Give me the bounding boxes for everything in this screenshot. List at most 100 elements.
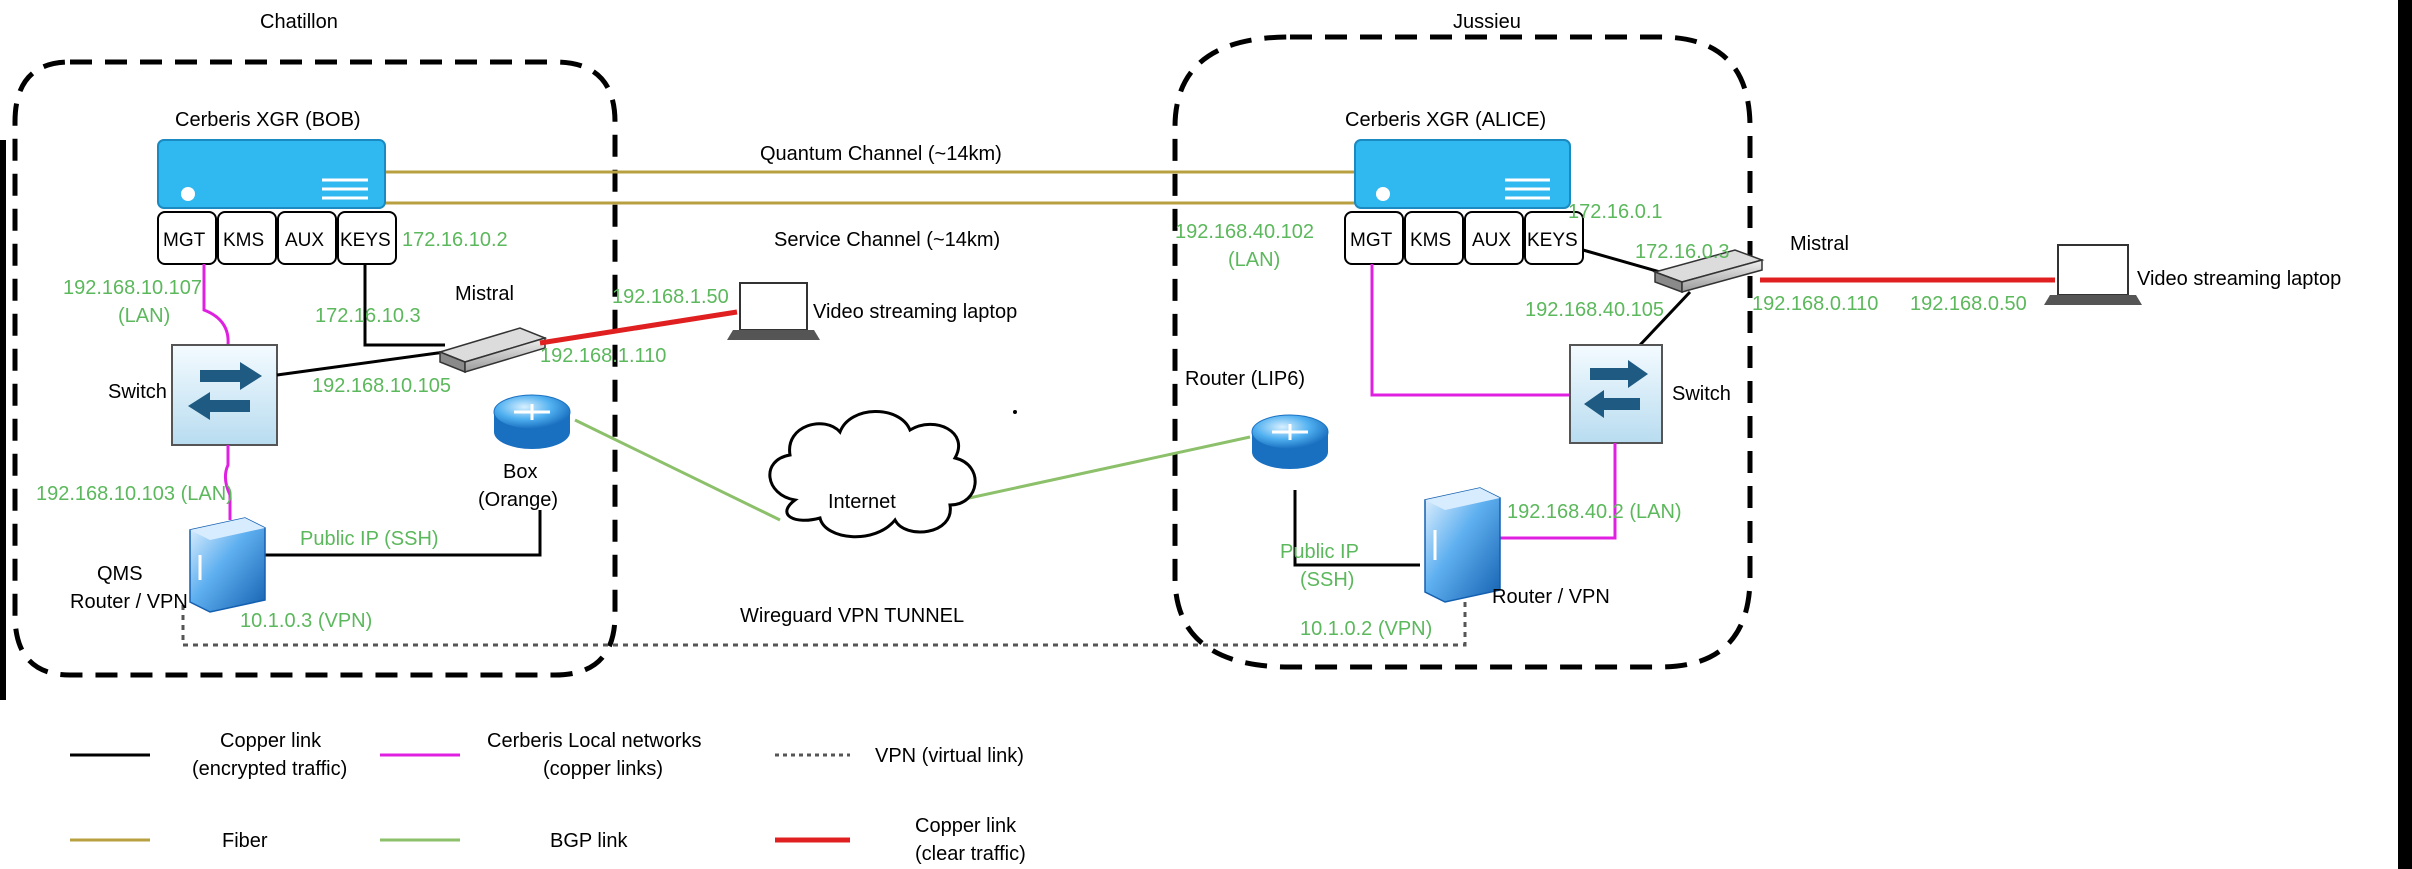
box-label-orange: (Orange) [478, 489, 558, 511]
alice-ports: MGT KMS AUX KEYS [1344, 211, 1584, 265]
switch-arrows-icon [188, 362, 262, 420]
cerberis-xgr-alice [1354, 139, 1571, 209]
legend-copper-encrypted-sub: (encrypted traffic) [192, 758, 347, 780]
legend-local-network-label: Cerberis Local networks [487, 730, 702, 752]
alice-keys-mistral-link [1582, 248, 1661, 274]
bob-mgt-lan: (LAN) [118, 305, 170, 327]
bob-mistral-ip-right: 192.168.1.110 [540, 345, 666, 367]
alice-mgt-ip: 192.168.40.102 [1175, 221, 1314, 243]
alice-laptop-icon [2044, 244, 2142, 305]
bob-clear-link [539, 309, 738, 346]
qms-server-icon [189, 517, 266, 613]
alice-public-ip-label: Public IP [1280, 541, 1359, 563]
bob-switch [171, 344, 278, 446]
site-label-jussieu: Jussieu [1453, 11, 1521, 33]
bob-mistral-ip-top: 172.16.10.3 [315, 305, 421, 327]
bob-public-ip-link [255, 510, 542, 557]
alice-laptop-label: Video streaming laptop [2137, 268, 2341, 290]
bob-switch-label: Switch [108, 381, 167, 403]
alice-public-ip-ssh: (SSH) [1300, 569, 1354, 591]
legend-fiber-label: Fiber [222, 830, 268, 852]
alice-port-keys: KEYS [1527, 230, 1578, 251]
bob-switch-qms-link [223, 445, 232, 520]
internet-label: Internet [828, 491, 896, 513]
qms-label: QMS [97, 563, 143, 585]
alice-keys-ip: 172.16.0.1 [1568, 201, 1663, 223]
right-border [2398, 0, 2412, 869]
router-lip6-label: Router (LIP6) [1185, 368, 1305, 390]
legend-copper-clear-label: Copper link [915, 815, 1017, 837]
wireguard-vpn-tunnel [181, 590, 1467, 647]
bob-ports: MGT KMS AUX KEYS [157, 211, 397, 265]
bob-port-kms: KMS [223, 230, 264, 251]
chatillon-site-boundary [12, 59, 618, 678]
site-label-chatillon: Chatillon [260, 11, 338, 33]
switch-arrows-icon [1584, 360, 1648, 418]
bob-port-aux: AUX [285, 230, 324, 251]
alice-mistral [1652, 249, 1765, 294]
legend-local-network-sub: (copper links) [543, 758, 663, 780]
power-led-icon [181, 187, 195, 201]
alice-mgt-lan: (LAN) [1228, 249, 1280, 271]
alice-mistral-ip-top: 172.16.0.3 [1635, 241, 1730, 263]
quantum-channel-label: Quantum Channel (~14km) [760, 143, 1002, 165]
bob-device-label: Cerberis XGR (BOB) [175, 109, 361, 131]
bob-mgt-switch-link [202, 264, 230, 346]
power-led-icon [1376, 187, 1390, 201]
stray-dot [1013, 410, 1017, 414]
alice-mistral-switch-link [1638, 290, 1692, 347]
legend-copper-clear-sub: (clear traffic) [915, 843, 1026, 865]
alice-vpn-server-icon [1424, 487, 1501, 603]
bgp-link-box-internet [574, 418, 781, 522]
bob-public-ip-label: Public IP (SSH) [300, 528, 439, 550]
bob-laptop-label: Video streaming laptop [813, 301, 1017, 323]
bob-keys-mistral-link [363, 264, 445, 347]
vent-icon [1505, 178, 1550, 200]
qms-router-label: Router / VPN [70, 591, 188, 613]
legend: Copper link (encrypted traffic) Cerberis… [70, 730, 1026, 865]
bob-port-keys: KEYS [340, 230, 391, 251]
bob-vpn-ip: 10.1.0.3 (VPN) [240, 610, 372, 632]
box-orange-router-icon [493, 394, 571, 449]
alice-laptop-ip: 192.168.0.50 [1910, 293, 2027, 315]
alice-mistral-ip-right: 192.168.0.110 [1752, 293, 1878, 315]
legend-vpn-label: VPN (virtual link) [875, 745, 1024, 767]
service-channel-label: Service Channel (~14km) [774, 229, 1000, 251]
qms-lan-ip: 192.168.10.103 (LAN) [36, 483, 233, 505]
alice-router-vpn-label: Router / VPN [1492, 586, 1610, 608]
bob-keys-ip: 172.16.10.2 [402, 229, 508, 251]
alice-router-vpn-ip: 192.168.40.2 (LAN) [1507, 501, 1682, 523]
alice-device-label: Cerberis XGR (ALICE) [1345, 109, 1546, 131]
jussieu-site-boundary [1172, 34, 1753, 670]
alice-mgt-switch-link [1370, 264, 1570, 397]
internet-cloud [768, 410, 977, 539]
box-label: Box [503, 461, 537, 483]
alice-mistral-label: Mistral [1790, 233, 1849, 255]
router-lip6-icon [1251, 414, 1329, 469]
bob-laptop-icon [727, 282, 820, 340]
alice-vpn-ip: 10.1.0.2 (VPN) [1300, 618, 1432, 640]
bgp-link-internet-router [959, 435, 1251, 502]
legend-copper-encrypted-label: Copper link [220, 730, 322, 752]
alice-port-mgt: MGT [1350, 230, 1393, 251]
alice-port-aux: AUX [1472, 230, 1511, 251]
alice-switch-label: Switch [1672, 383, 1731, 405]
bob-laptop-ip: 192.168.1.50 [612, 286, 729, 308]
bob-mistral-ip-left: 192.168.10.105 [312, 375, 451, 397]
bob-port-mgt: MGT [163, 230, 206, 251]
alice-mistral-ip-left: 192.168.40.105 [1525, 299, 1664, 321]
wireguard-tunnel-label: Wireguard VPN TUNNEL [740, 605, 964, 627]
bob-mgt-ip: 192.168.10.107 [63, 277, 202, 299]
alice-switch [1569, 344, 1663, 444]
bob-mistral [437, 327, 548, 374]
cerberis-xgr-bob [157, 139, 386, 209]
left-border [0, 140, 6, 700]
bob-mistral-label: Mistral [455, 283, 514, 305]
alice-switch-vpn-link [1500, 443, 1617, 540]
alice-port-kms: KMS [1410, 230, 1451, 251]
legend-bgp-label: BGP link [550, 830, 628, 852]
bob-switch-mistral-link [276, 350, 446, 377]
alice-public-ip-link [1293, 490, 1420, 567]
vent-icon [322, 178, 368, 200]
